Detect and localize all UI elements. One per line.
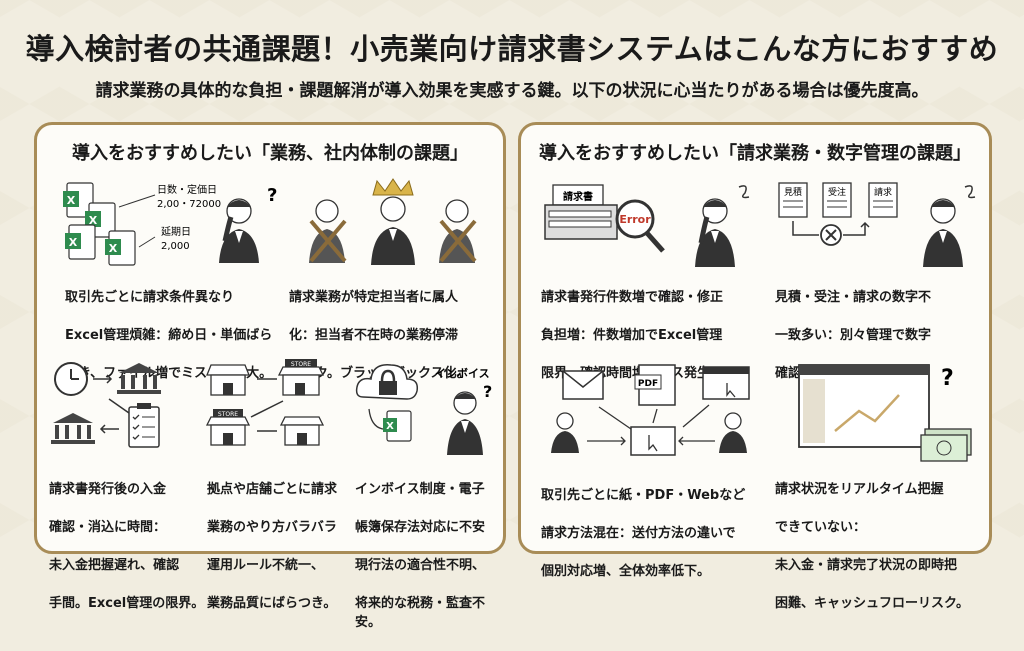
quote-document-icon: 見積 — [778, 182, 808, 218]
worried-person-icon — [447, 391, 483, 455]
cloud-lock-illustration: インボイス X ? — [355, 364, 492, 455]
issue-text: 拠点や店舗ごとに請求 業務のやり方バラバラ 運用ルール不統一、 業務品質にばらつ… — [207, 482, 338, 611]
error-folder-illustration: 請求書 Error — [544, 184, 750, 267]
worried-person-icon — [695, 198, 735, 267]
clock-icon — [54, 362, 88, 396]
bank-icon-2 — [51, 413, 95, 444]
cash-icon — [920, 428, 972, 462]
invoice-label: インボイス — [435, 366, 490, 380]
issue-inconsistent-stores: STORE STORE 拠点や店舗ごとに請求 業務のやり方バラ — [205, 357, 355, 611]
issue-invoice-volume: 請求書 Error 請求書発行件数増で確認・修正 負担増：件数増加でExce — [539, 177, 759, 381]
issue-text: インボイス制度・電子 帳簿保存法対応に不安 現行法の適合性不明、 将来的な税務・… — [355, 482, 486, 630]
svg-text:Error: Error — [619, 213, 651, 226]
stress-scribble-icon — [964, 185, 976, 199]
store-icon — [206, 364, 250, 396]
web-browser-icon — [702, 366, 750, 400]
crossed-person-icon — [309, 199, 347, 263]
arrow-icon-2 — [108, 398, 130, 414]
question-mark-icon: ? — [483, 382, 492, 401]
store-icon-3: STORE — [205, 409, 251, 446]
crowned-person-illustration — [309, 178, 477, 265]
issue-text: 取引先ごとに請求条件異なり Excel管理煩雑：締め日・単価ばら つき、ファイル… — [65, 290, 273, 381]
issue-single-person-dependency: 請求業務が特定担当者に属人 化：担当者不在時の業務停滞 リスク。ブラックボックス… — [289, 177, 499, 381]
folder-icon: 請求書 — [544, 184, 618, 240]
document-mismatch-illustration: 見積 受注 請求 — [778, 182, 976, 267]
dashboard-illustration: ? — [798, 364, 972, 462]
bank-icon — [117, 363, 161, 394]
issue-invoice-compliance: インボイス X ? インボイス制度・電子 帳簿保存法対応に不安 現行法の適合性不… — [355, 357, 505, 630]
svg-text:STORE: STORE — [291, 361, 311, 368]
person-laptop-icon — [551, 412, 579, 453]
svg-text:STORE: STORE — [218, 411, 238, 418]
left-panel-title: 導入をおすすめしたい「業務、社内体制の課題」 — [72, 143, 468, 164]
excel-file-icon: X X X X — [63, 182, 136, 266]
browser-cursor-icon — [630, 426, 676, 456]
payment-flow-illustration — [51, 362, 161, 448]
issue-excel-complexity: X X X X 日数・定価日 2,00・72000 延期日 2,000 ? — [59, 177, 279, 381]
arrow-icon — [93, 374, 113, 384]
crossed-person-icon-2 — [439, 199, 477, 263]
arrow-icon-3 — [99, 424, 119, 434]
crown-person-icon — [371, 178, 415, 265]
person-laptop-icon-2 — [719, 412, 747, 453]
issue-mixed-delivery-methods: PDF 取 — [539, 357, 769, 579]
delivery-methods-illustration: PDF — [551, 364, 750, 456]
svg-text:受注: 受注 — [828, 186, 846, 198]
excel-files-illustration: X X X X 日数・定価日 2,00・72000 延期日 2,000 ? — [63, 182, 277, 266]
store-icon-4 — [279, 416, 325, 446]
issue-no-realtime-visibility: ? 請求状況をリアルタイム把握 できていない： 未入金・請求完了状況の即時把 困… — [775, 357, 985, 611]
svg-text:X: X — [386, 421, 394, 432]
svg-text:請求書: 請求書 — [563, 190, 593, 203]
svg-text:X: X — [69, 236, 78, 249]
svg-text:X: X — [89, 214, 98, 227]
store-icon-2: STORE — [277, 359, 325, 396]
svg-text:X: X — [67, 194, 76, 207]
mail-envelope-icon — [562, 370, 604, 400]
worried-person-icon — [923, 198, 963, 267]
magnifier-error-icon: Error — [615, 199, 665, 253]
cloud-lock-icon — [355, 364, 419, 400]
svg-text:PDF: PDF — [638, 379, 658, 389]
label-values: 2,00・72000 — [157, 199, 221, 210]
issue-number-mismatch: 見積 受注 請求 — [775, 177, 985, 381]
question-mark-icon: ? — [267, 185, 277, 206]
right-panel: 導入をおすすめしたい「請求業務・数字管理の課題」 請求書 Error — [518, 122, 992, 611]
label-extension: 延期日 — [161, 226, 191, 238]
dashboard-window-icon — [798, 364, 930, 448]
page-subtitle: 請求業務の具体的な負担・課題解消が導入効果を実感する鍵。以下の状況に心当たりがあ… — [95, 81, 929, 101]
page-title: 導入検討者の共通課題！小売業向け請求書システムはこんな方におすすめ — [25, 32, 999, 66]
stress-scribble-icon — [738, 185, 750, 199]
mismatch-x-icon — [820, 224, 842, 246]
invoice-document-icon: 請求 — [868, 182, 898, 218]
stores-network-illustration: STORE STORE — [205, 359, 325, 446]
question-mark-icon: ? — [941, 366, 954, 391]
issue-text: 取引先ごとに紙・PDF・Webなど 請求方法混在：送付方法の違いで 個別対応増、… — [541, 488, 746, 579]
svg-text:見積: 見積 — [784, 186, 802, 198]
arrow-icon-2 — [250, 400, 284, 418]
issue-text: 請求書発行後の入金 確認・消込に時間： 未入金把握遅れ、確認 手間。Excel管… — [49, 482, 205, 611]
right-panel-title: 導入をおすすめしたい「請求業務・数字管理の課題」 — [539, 143, 971, 164]
left-panel: 導入をおすすめしたい「業務、社内体制の課題」 X X X X 日数・定価日 2,… — [34, 122, 506, 630]
pdf-document-icon: PDF — [634, 364, 676, 406]
order-document-icon: 受注 — [822, 182, 852, 218]
svg-text:請求: 請求 — [874, 186, 892, 198]
checklist-icon — [128, 403, 160, 448]
issue-text: 請求状況をリアルタイム把握 できていない： 未入金・請求完了状況の即時把 困難、… — [775, 482, 969, 611]
label-dates: 日数・定価日 — [157, 183, 217, 196]
excel-file-icon: X — [383, 410, 412, 442]
label-extension-value: 2,000 — [161, 241, 190, 252]
issue-payment-reconciliation: 請求書発行後の入金 確認・消込に時間： 未入金把握遅れ、確認 手間。Excel管… — [49, 357, 209, 611]
worried-person-icon — [219, 198, 259, 263]
svg-text:X: X — [109, 242, 118, 255]
